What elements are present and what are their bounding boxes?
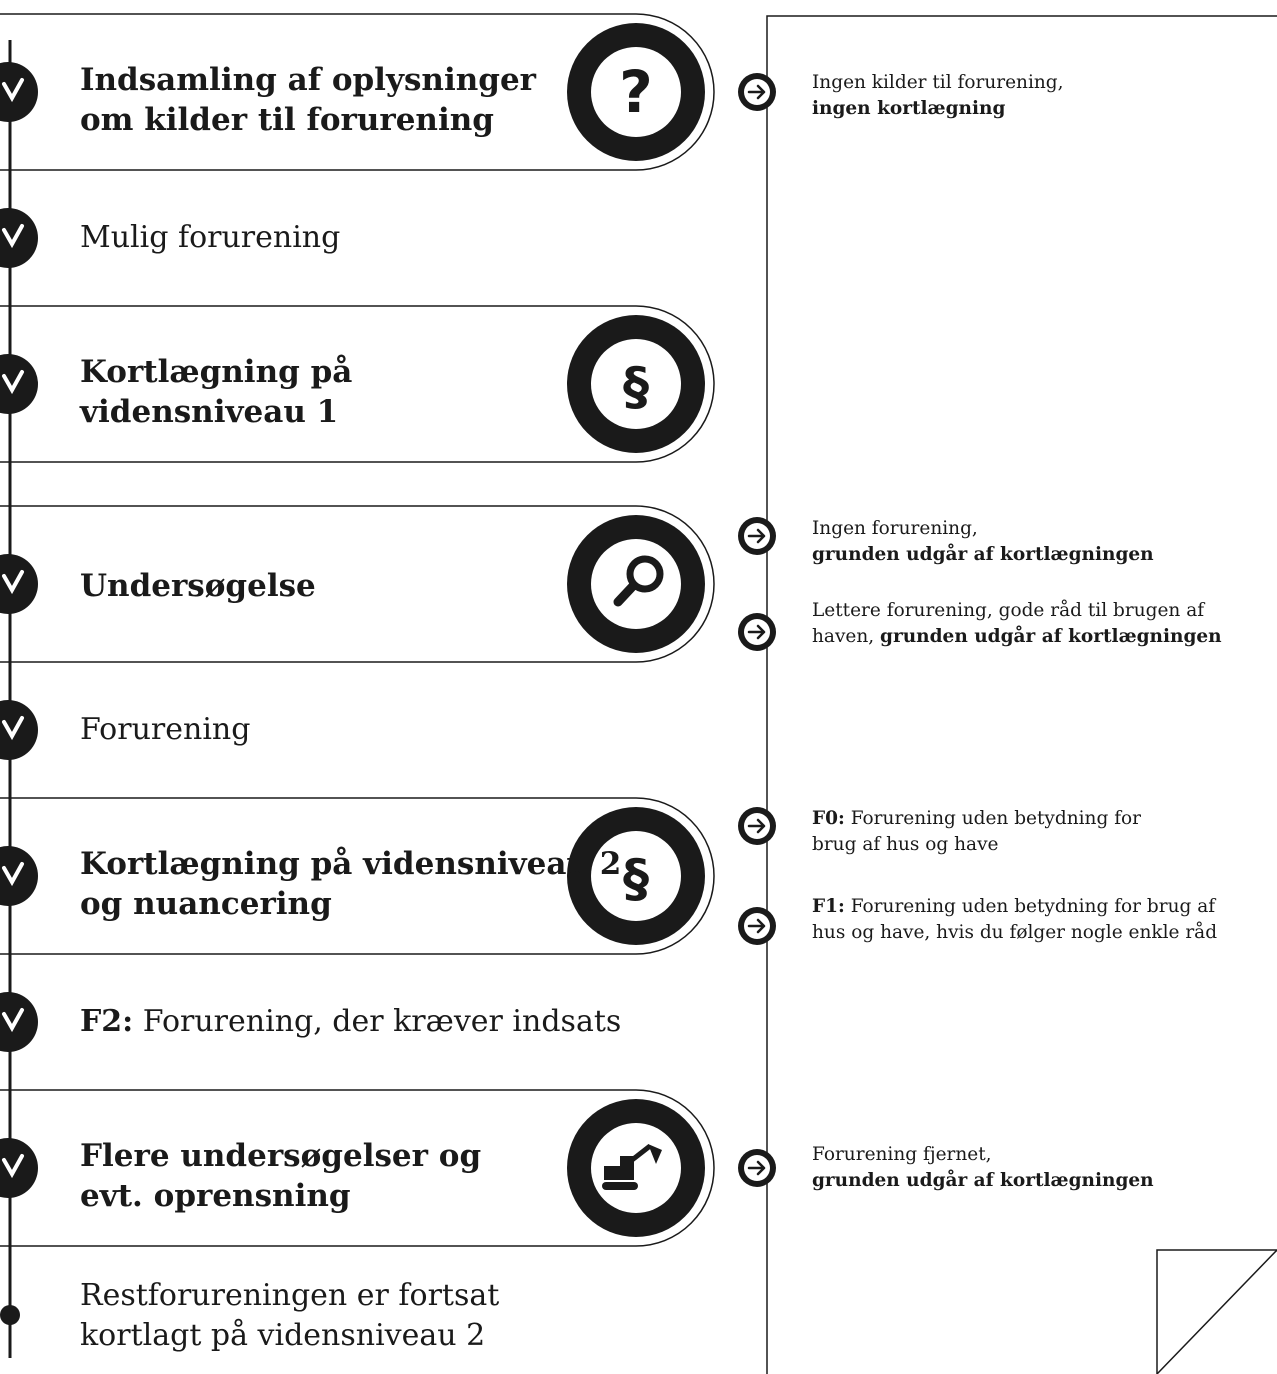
stage-title-2-line1: Kortlægning på [80,354,353,390]
outcome-5: F1: Forurening uden betydning for brug a… [812,894,1262,946]
outcome-3-line2: haven, grunden udgår af kortlægningen [812,624,1262,650]
state-restforurening-line2: kortlagt på vidensniveau 2 [80,1318,486,1353]
arrow-right-icon [738,613,776,651]
stage-title-4: Kortlægning på vidensniveau 2 og nuancer… [80,844,621,924]
timeline-marker-8 [0,1138,38,1198]
paragraph-icon-2: § [567,807,705,945]
stage-title-4-line1: Kortlægning på vidensniveau 2 [80,846,622,882]
outcome-6: Forurening fjernet, grunden udgår af kor… [812,1142,1262,1194]
outcome-2-text: Ingen forurening, [812,518,978,539]
svg-text:§: § [623,849,649,909]
outcome-4-text-line2: brug af hus og have [812,834,999,855]
outcome-1: Ingen kilder til forurening, ingen kortl… [812,70,1262,122]
timeline-marker-6 [0,846,38,906]
magnifier-icon [567,515,705,653]
timeline-marker-1 [0,62,38,122]
timeline-marker-5 [0,700,38,760]
stage-title-5-line1: Flere undersøgelser og [80,1138,482,1174]
stage-title-1-line2: om kilder til forurening [80,102,494,138]
state-f2: F2: Forurening, der kræver indsats [80,1002,621,1042]
outcome-3-result: grunden udgår af kortlægningen [880,626,1222,647]
excavator-icon [567,1099,705,1237]
state-restforurening-line1: Restforureningen er fortsat [80,1278,500,1313]
stage-title-3-line1: Undersøgelse [80,568,316,604]
arrow-right-icon [738,907,776,945]
stage-title-2: Kortlægning på vidensniveau 1 [80,352,352,432]
arrow-right-icon [738,517,776,555]
outcome-3-text-line1: Lettere forurening, gode råd til brugen … [812,600,1205,621]
stage-title-1-line1: Indsamling af oplysninger [80,62,537,98]
outcome-1-text: Ingen kilder til forurening, [812,72,1064,93]
arrow-right-icon [738,1149,776,1187]
outcome-6-result: grunden udgår af kortlægningen [812,1170,1154,1191]
outcome-2: Ingen forurening, grunden udgår af kortl… [812,516,1262,568]
svg-text:?: ? [619,58,653,126]
state-f2-code: F2: [80,1004,134,1039]
arrow-right-icon [738,807,776,845]
page-corner-diagonal [1156,1249,1277,1374]
state-f2-text: Forurening, der kræver indsats [133,1004,622,1039]
stage-box-3 [0,505,715,663]
timeline-marker-4 [0,554,38,614]
outcome-4-line1: F0: Forurening uden betydning for [812,806,1262,832]
outcome-5-text-line1: Forurening uden betydning for brug af [844,896,1216,917]
timeline-marker-3 [0,354,38,414]
outcome-4: F0: Forurening uden betydning for brug a… [812,806,1262,858]
state-mulig-forurening: Mulig forurening [80,220,341,255]
outcome-5-line1: F1: Forurening uden betydning for brug a… [812,894,1262,920]
stage-box-5 [0,1089,715,1247]
stage-title-4-line2: og nuancering [80,886,332,922]
stage-box-1 [0,13,715,171]
outcome-6-text: Forurening fjernet, [812,1144,992,1165]
stage-title-1: Indsamling af oplysninger om kilder til … [80,60,536,140]
outcome-5-code: F1: [812,896,845,917]
outcome-1-result: ingen kortlægning [812,98,1006,119]
state-restforurening: Restforureningen er fortsat kortlagt på … [80,1276,499,1356]
stage-box-4 [0,797,715,955]
timeline-marker-2 [0,208,38,268]
stage-title-2-line2: vidensniveau 1 [80,394,339,430]
timeline-end-dot [0,1305,20,1325]
outcome-4-code: F0: [812,808,845,829]
outcome-3-text-line2: haven, [812,626,881,647]
question-icon: ? [567,23,705,161]
arrow-right-icon [738,73,776,111]
page-corner [1156,1249,1277,1374]
outcome-4-text-line1: Forurening uden betydning for [844,808,1142,829]
stage-title-5: Flere undersøgelser og evt. oprensning [80,1136,481,1216]
outcome-5-text-line2: hus og have, hvis du følger nogle enkle … [812,922,1218,943]
state-forurening: Forurening [80,712,251,747]
stage-title-3: Undersøgelse [80,566,316,606]
stage-box-2 [0,305,715,463]
outcome-3: Lettere forurening, gode råd til brugen … [812,598,1262,650]
outcome-2-result: grunden udgår af kortlægningen [812,544,1154,565]
svg-text:§: § [623,357,649,417]
stage-title-5-line2: evt. oprensning [80,1178,351,1214]
paragraph-icon: § [567,315,705,453]
timeline-marker-7 [0,992,38,1052]
